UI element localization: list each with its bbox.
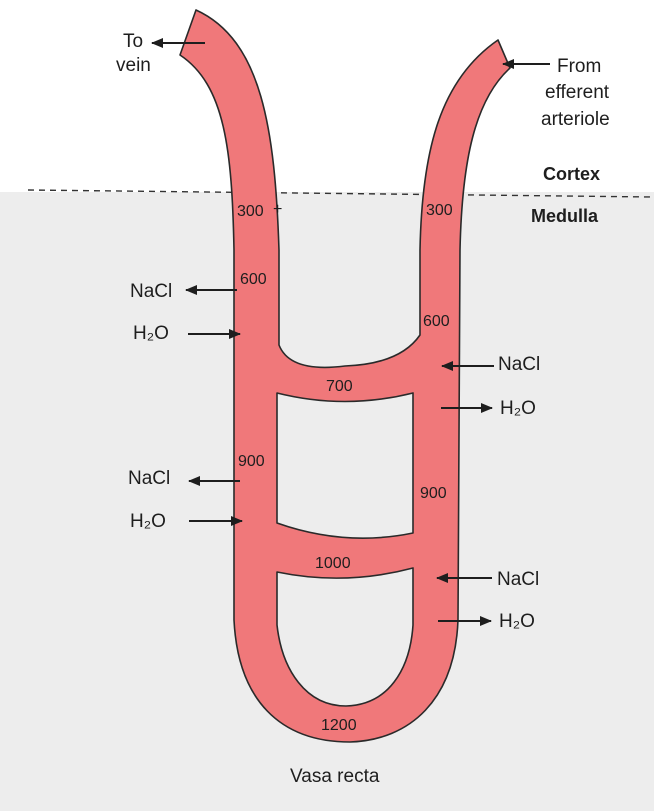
to-vein-label-line1: To xyxy=(123,31,143,52)
cortex-label: Cortex xyxy=(543,164,600,184)
osm-right-900: 900 xyxy=(420,485,447,502)
osm-right-600: 600 xyxy=(423,313,450,330)
left-nacl-label-1: NaCl xyxy=(130,281,172,302)
from-label-line2: efferent xyxy=(545,82,610,103)
medulla-label: Medulla xyxy=(531,206,599,226)
caption: Vasa recta xyxy=(290,766,380,787)
osm-left-900: 900 xyxy=(238,453,265,470)
right-nacl-label-2: NaCl xyxy=(497,569,539,590)
osm-bridge-1000: 1000 xyxy=(315,555,351,572)
osm-right-300: 300 xyxy=(426,202,453,219)
to-vein-label-line2: vein xyxy=(116,55,151,76)
left-h2o-label-1: H₂O xyxy=(133,323,169,344)
osm-left-300-plus: + xyxy=(273,201,282,218)
osm-bridge-700: 700 xyxy=(326,378,353,395)
left-h2o-label-2: H₂O xyxy=(130,511,166,532)
from-label-line1: From xyxy=(557,56,601,77)
osm-left-600: 600 xyxy=(240,271,267,288)
right-h2o-label-1: H₂O xyxy=(500,398,536,419)
osm-bottom-1200: 1200 xyxy=(321,717,357,734)
osm-left-300: 300 xyxy=(237,203,264,220)
right-h2o-label-2: H₂O xyxy=(499,611,535,632)
from-label-line3: arteriole xyxy=(541,109,610,130)
right-nacl-label-1: NaCl xyxy=(498,354,540,375)
left-nacl-label-2: NaCl xyxy=(128,468,170,489)
